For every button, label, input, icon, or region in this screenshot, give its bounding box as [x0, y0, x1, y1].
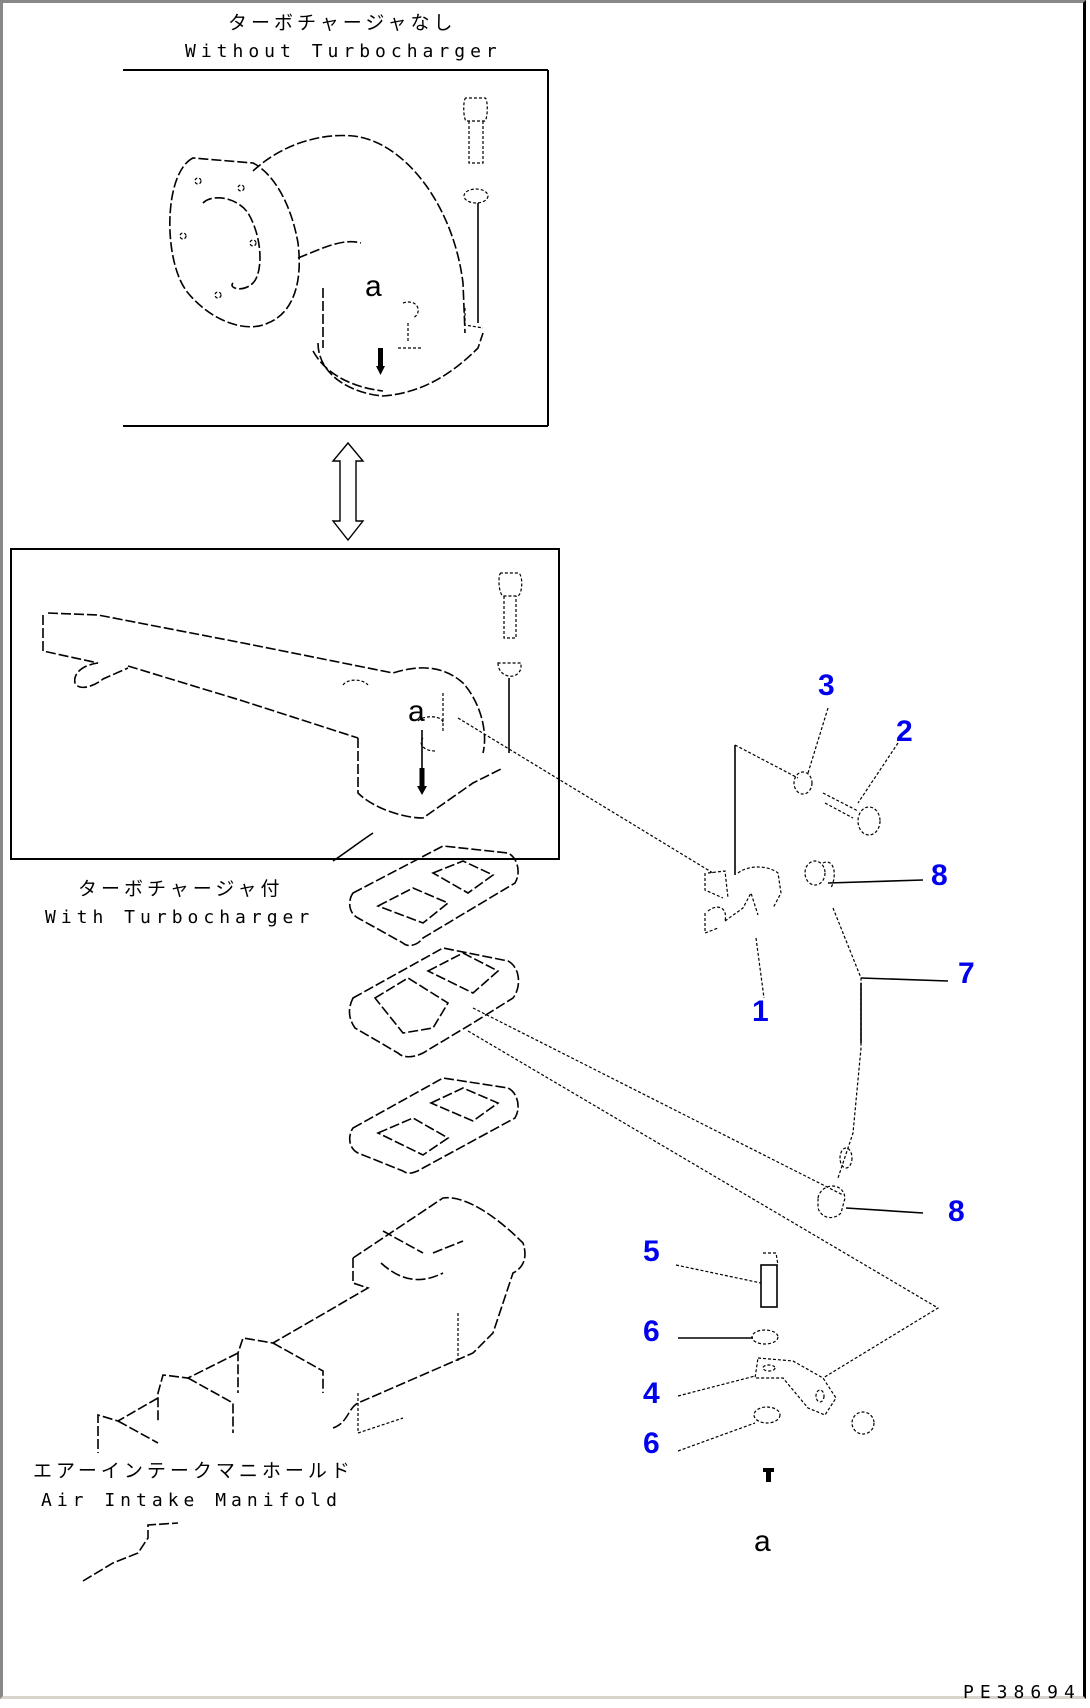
bracket-part-1-drawing — [704, 866, 782, 934]
exploded-parts-diagram: ターボチャージャなし Without Turbocharger a — [10, 12, 1081, 1703]
callout-part-3: 3 — [818, 669, 835, 702]
bolt-part-5-drawing — [760, 1252, 779, 1308]
hose-part-7-drawing — [832, 907, 862, 1179]
bolt-drawing — [463, 97, 489, 329]
callout-part-8-top: 8 — [931, 859, 948, 892]
caption-with-turbo-jp: ターボチャージャ付 — [78, 878, 283, 900]
washer-part-6-top-drawing — [751, 1329, 779, 1345]
callout-part-6-top: 6 — [643, 1315, 660, 1348]
caption-with-turbo-en: With Turbocharger — [45, 907, 314, 928]
hose-clamp-8-bottom-drawing — [817, 1185, 846, 1219]
caption-manifold-en: Air Intake Manifold — [41, 1490, 342, 1511]
view-arrow-icon — [417, 730, 427, 795]
callout-part-5: 5 — [643, 1235, 660, 1268]
caption-without-turbo-en: Without Turbocharger — [185, 41, 502, 62]
intake-connector-drawing — [348, 947, 520, 1058]
bolt-part-2-drawing — [822, 792, 881, 836]
gasket-upper-drawing — [348, 845, 519, 947]
interchange-arrow-icon — [331, 441, 365, 542]
washer-part-6-bottom-drawing — [753, 1406, 781, 1424]
callout-part-1: 1 — [752, 995, 769, 1028]
callout-part-8-bottom: 8 — [948, 1195, 965, 1228]
bolt-drawing — [497, 572, 523, 753]
callout-part-2: 2 — [896, 715, 913, 748]
callout-part-4: 4 — [643, 1377, 660, 1410]
washer-part-3-drawing — [793, 771, 813, 795]
view-marker-label-bottom: a — [754, 1525, 771, 1558]
variant-box-without-turbo — [123, 69, 549, 427]
view-arrow-icon — [763, 1468, 774, 1482]
turbo-outlet-pipe-drawing — [42, 612, 504, 819]
callout-part-7: 7 — [958, 957, 975, 990]
gasket-lower-drawing — [348, 1077, 519, 1174]
callout-leaders — [675, 707, 949, 1452]
air-intake-manifold-drawing — [97, 1196, 526, 1453]
callout-part-6-bottom: 6 — [643, 1427, 660, 1460]
view-arrow-icon — [376, 348, 385, 375]
variant-box-with-turbo — [10, 548, 560, 862]
view-marker-label: a — [365, 270, 382, 303]
view-marker-label-turbo: a — [408, 695, 425, 728]
drawing-reference-code: PE38694 — [963, 1682, 1081, 1703]
manifold-leader-line — [82, 1522, 179, 1582]
intake-elbow-drawing — [169, 134, 484, 397]
caption-without-turbo-jp: ターボチャージャなし — [228, 12, 456, 34]
hose-clamp-8-top-drawing — [804, 860, 835, 889]
plate-part-4-drawing — [754, 1357, 875, 1435]
long-leader-lines — [457, 717, 940, 1379]
caption-manifold-jp: エアーインテークマニホールド — [33, 1460, 354, 1482]
